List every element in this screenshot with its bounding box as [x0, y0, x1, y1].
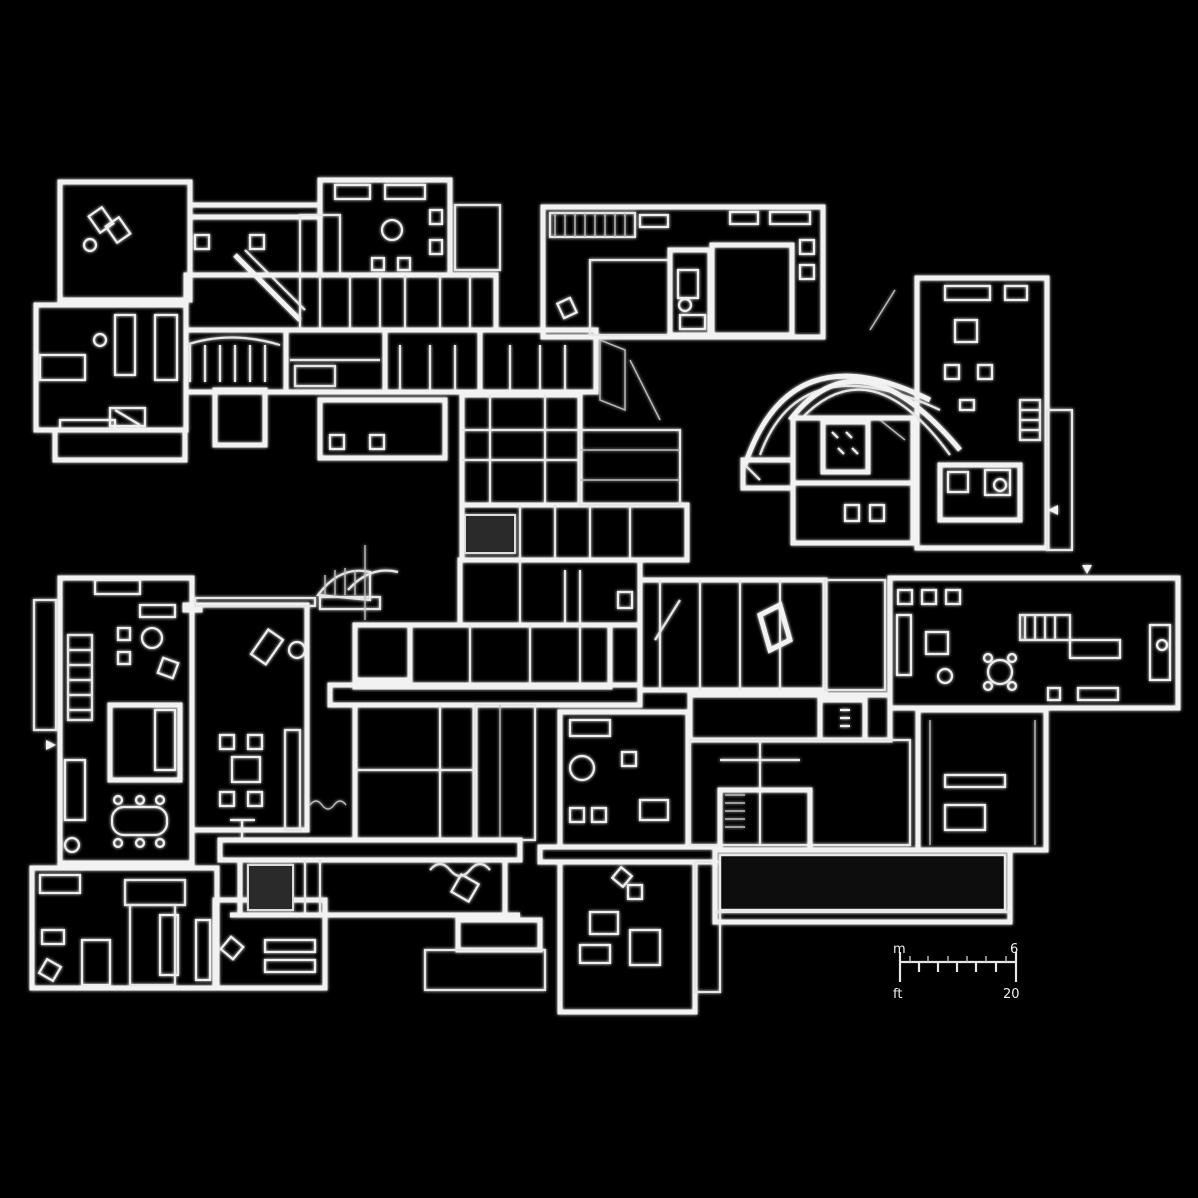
- scale-imperial-unit: ft: [893, 987, 902, 1002]
- unit-center-bottom: [537, 709, 722, 1015]
- vault-arcs: [740, 289, 962, 546]
- section-upper-left: [183, 272, 599, 395]
- scale-imperial-max: 20: [1003, 987, 1020, 1002]
- unit-left-middle: [32, 575, 317, 866]
- unit-right-middle: [887, 565, 1181, 853]
- unit-upper-left: [33, 177, 502, 463]
- scale-bar: m 6 ft 20: [893, 942, 1020, 1002]
- chair: [82, 205, 132, 253]
- unit-upper-center: [540, 204, 826, 340]
- scale-metric-max: 6: [1010, 942, 1018, 957]
- section-lower-slab: [217, 800, 547, 992]
- section-center-right: [616, 577, 1013, 925]
- unit-upper-right: [914, 275, 1074, 552]
- scale-metric-unit: m: [893, 942, 906, 957]
